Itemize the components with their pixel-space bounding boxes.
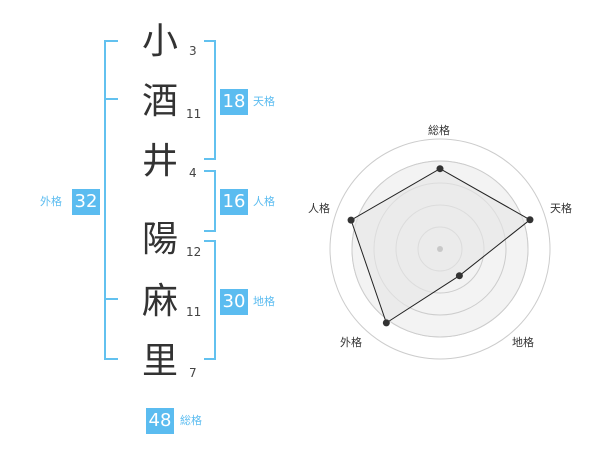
radar-point-3 [455, 272, 463, 280]
chikaku-label: 地格 [253, 295, 275, 308]
name-char-6: 里 [141, 341, 178, 382]
radar-point-5 [347, 216, 355, 224]
radar-center-dot [437, 246, 443, 252]
radar-label-tenkaku: 天格 [550, 202, 572, 215]
tenkaku-badge: 18 [220, 89, 248, 115]
soukaku-badge: 48 [146, 408, 174, 434]
radar-point-2 [526, 216, 534, 224]
stroke-count-4: 12 [186, 245, 202, 259]
name-char-1: 小 [141, 21, 178, 62]
stroke-count-2: 11 [186, 107, 202, 121]
gaikaku-label: 外格 [40, 195, 62, 208]
chikaku-badge: 30 [220, 289, 248, 315]
soukaku-label: 総格 [180, 414, 202, 427]
gaikaku-bracket-tick [104, 298, 118, 300]
jinkaku-badge: 16 [220, 189, 248, 215]
gaikaku-bracket-tick [104, 98, 118, 100]
chikaku-bracket [204, 240, 216, 360]
radar-polygon [350, 168, 531, 324]
radar-label-chikaku: 地格 [512, 336, 534, 349]
stroke-count-1: 3 [189, 44, 197, 58]
stroke-count-6: 7 [189, 366, 197, 380]
radar-label-soukaku: 総格 [428, 124, 450, 137]
gaikaku-badge: 32 [72, 189, 100, 215]
radar-chart [329, 138, 551, 360]
jinkaku-bracket [204, 170, 216, 232]
radar-label-gaikaku: 外格 [340, 336, 362, 349]
name-char-5: 麻 [141, 281, 178, 322]
name-char-2: 酒 [141, 81, 178, 122]
name-char-3: 井 [141, 141, 178, 182]
tenkaku-label: 天格 [253, 95, 275, 108]
radar-label-jinkaku: 人格 [308, 202, 330, 215]
jinkaku-label: 人格 [253, 195, 275, 208]
tenkaku-bracket [204, 40, 216, 160]
stroke-count-3: 4 [189, 166, 197, 180]
name-char-4: 陽 [141, 219, 178, 260]
radar-points [347, 165, 534, 327]
gaikaku-bracket [104, 40, 118, 360]
stroke-count-5: 11 [186, 305, 202, 319]
radar-point-4 [382, 319, 390, 327]
radar-point-1 [436, 165, 444, 173]
